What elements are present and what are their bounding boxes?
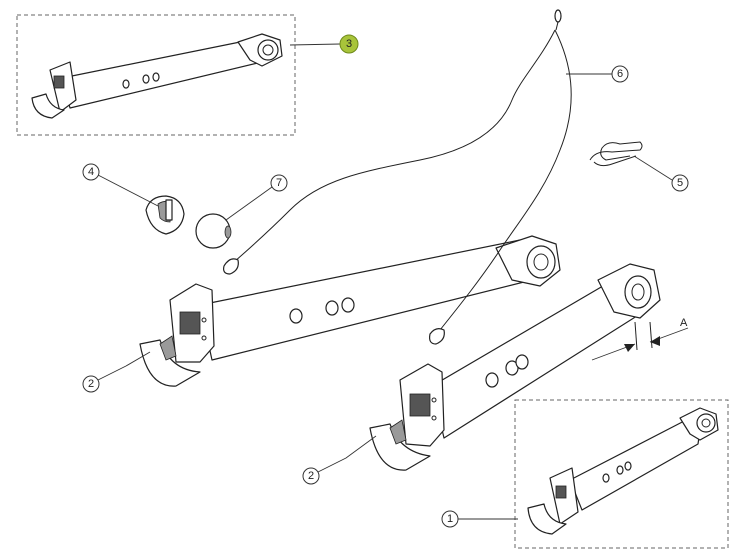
dimension-a-label: A: [680, 317, 688, 329]
cable-6: [223, 9, 572, 345]
leader-lines: [97, 43, 673, 520]
callout-2-left-label: 2: [88, 378, 94, 390]
lower-link-right: [369, 263, 661, 471]
spring-clip-5: [589, 141, 643, 167]
callout-2-right-label: 2: [308, 470, 314, 482]
callout-3-label: 3: [346, 38, 352, 50]
lower-link-detail-3: [31, 33, 283, 119]
lower-link-left: [139, 235, 561, 387]
callout-3: 3: [339, 34, 359, 54]
detail-frame-1: [514, 399, 729, 549]
detail-frame-3: [16, 14, 296, 136]
callout-7-label: 7: [276, 177, 282, 189]
callout-6-label: 6: [617, 68, 623, 80]
callout-2-left: 2: [82, 375, 100, 393]
callout-1: 1: [441, 510, 459, 528]
callout-6: 6: [611, 65, 629, 83]
callout-5-label: 5: [677, 177, 683, 189]
callout-2-right: 2: [302, 467, 320, 485]
callout-4: 4: [82, 163, 100, 181]
callout-1-label: 1: [447, 513, 453, 525]
callout-7: 7: [270, 174, 288, 192]
retainer-4: [145, 195, 185, 235]
ball-7: [195, 213, 232, 249]
dimension-a: A: [591, 317, 689, 361]
callout-4-label: 4: [88, 166, 94, 178]
lower-link-detail-1: [527, 407, 719, 535]
callout-5: 5: [671, 174, 689, 192]
